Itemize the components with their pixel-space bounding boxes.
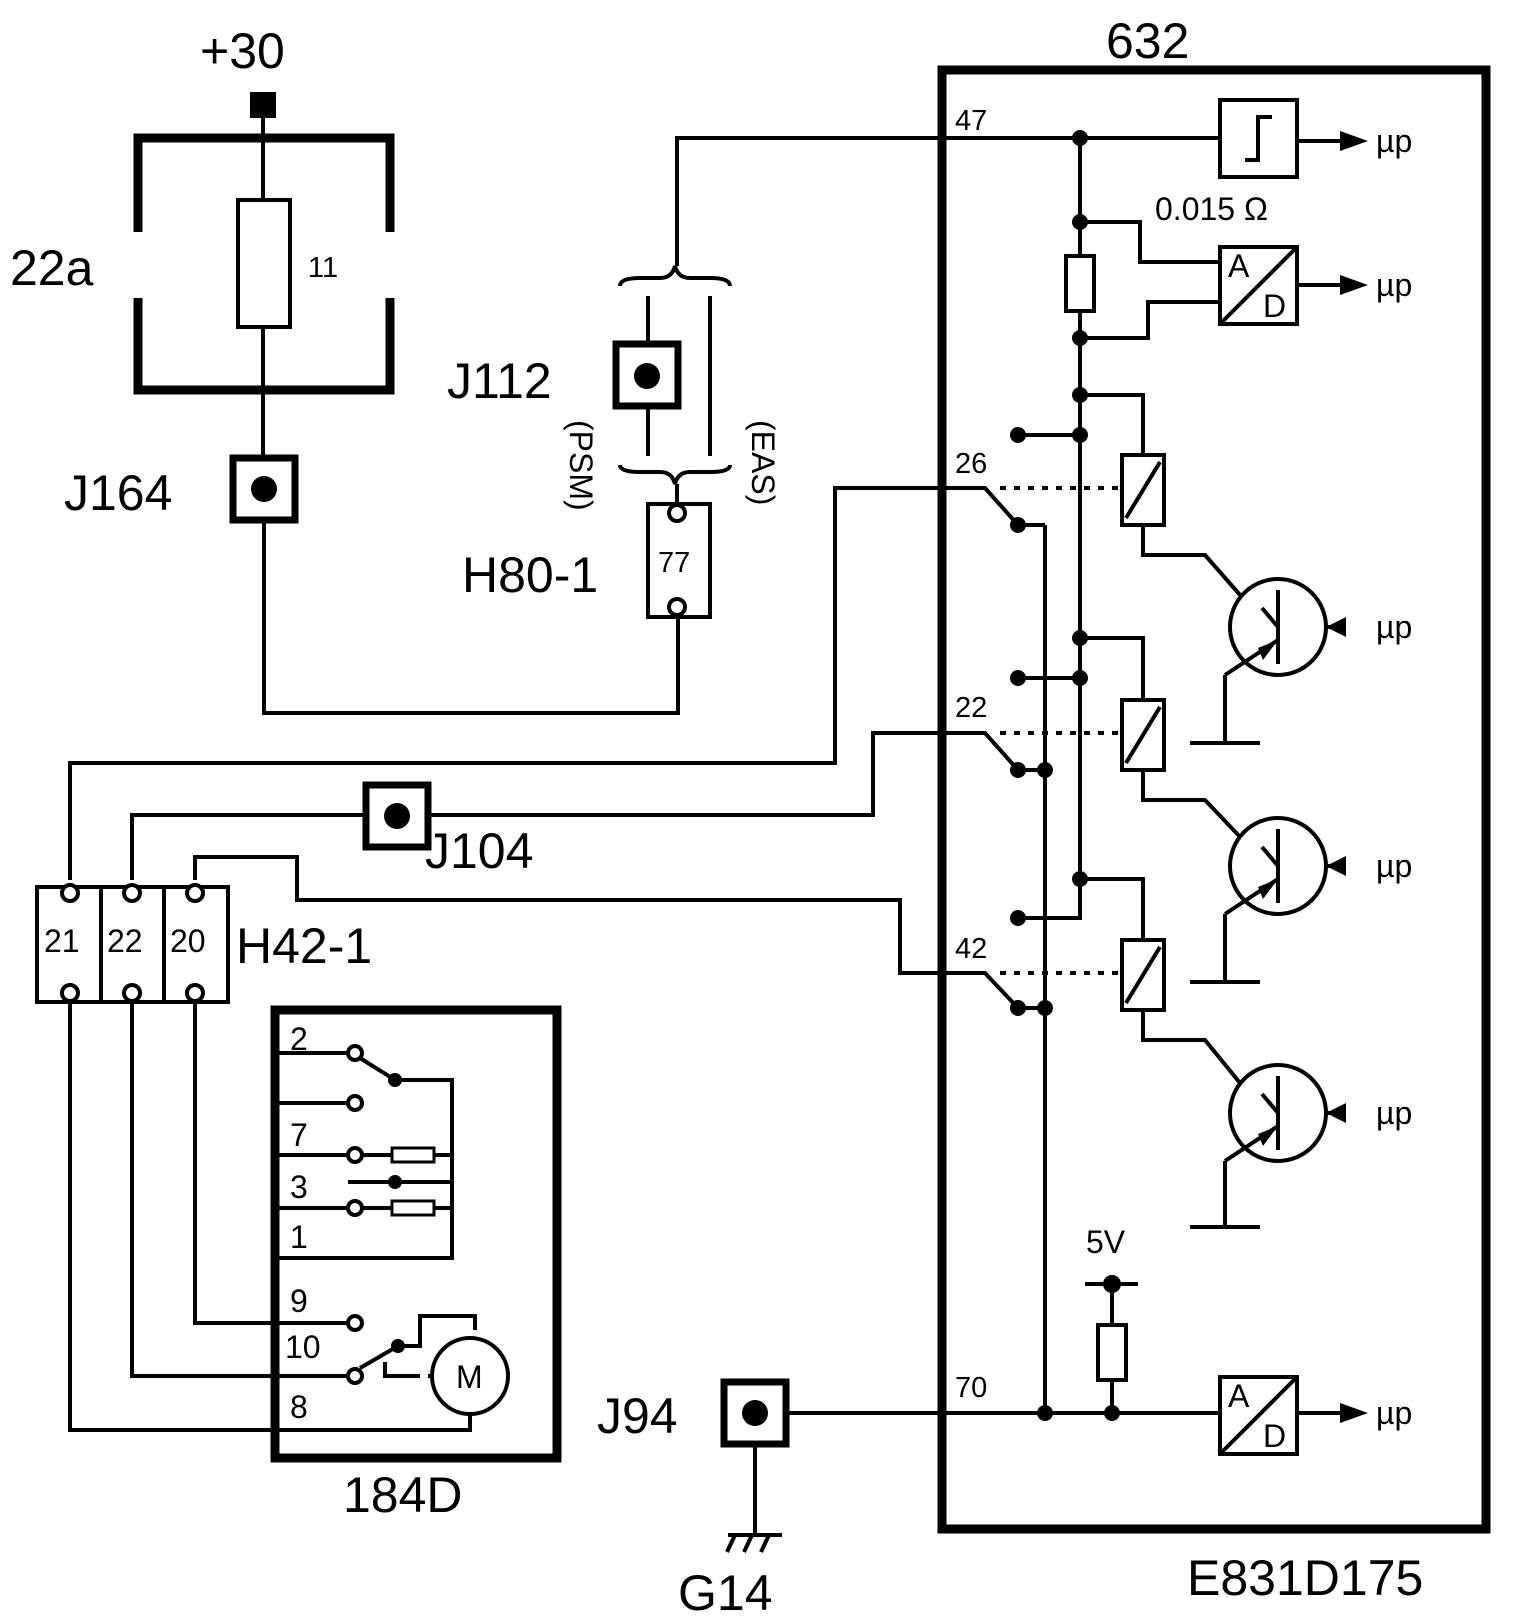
switch-pin-3: 3: [290, 1169, 308, 1205]
transistor-1: µp: [1190, 577, 1412, 745]
pin-22: 22: [955, 692, 987, 724]
adc-a: A: [1228, 1378, 1250, 1414]
pin-70: 70: [955, 1372, 987, 1404]
ground-label: G14: [678, 1565, 773, 1621]
up-output: µp: [1376, 123, 1412, 159]
switch-pin-2: 2: [290, 1021, 308, 1057]
switch-pin-9: 9: [290, 1283, 308, 1319]
schmitt-trigger: µp: [1218, 98, 1412, 179]
fuse-11: [236, 198, 292, 329]
j112-label: J112: [447, 353, 552, 409]
adc-a: A: [1228, 248, 1250, 284]
supply-5v-label: 5V: [1086, 1224, 1126, 1260]
up-output: µp: [1376, 1395, 1412, 1431]
module-label: 632: [1106, 13, 1189, 69]
splice-j94: J94 G14: [597, 1378, 790, 1621]
fuse-box-label: 22a: [10, 240, 94, 296]
h80-label: H80-1: [462, 547, 598, 603]
h42-pin-22: 22: [107, 923, 143, 959]
psm-label: (PSM): [563, 420, 599, 511]
fuse-box-22a: +30 11 22a: [10, 23, 395, 478]
h42-pin-20: 20: [170, 923, 206, 959]
switch-unit-label: 184D: [343, 1467, 463, 1523]
pin-42: 42: [955, 933, 987, 965]
switch-unit-184d: 184D 2 7 3 1 9 10 8: [270, 1005, 562, 1523]
fuse-number: 11: [308, 252, 338, 284]
pullup-5v: 5V: [1037, 1224, 1138, 1421]
switch-pin-8: 8: [290, 1389, 308, 1425]
switch-pin-1: 1: [290, 1219, 308, 1255]
adc-1: A D µp: [1218, 245, 1412, 326]
up-input: µp: [1376, 848, 1412, 884]
connector-h80-1: 77 H80-1: [462, 502, 712, 619]
j164-label: J164: [64, 465, 172, 521]
splice-j164: J164: [64, 454, 299, 524]
j94-label: J94: [597, 1388, 678, 1444]
transistor-2: µp: [1190, 816, 1412, 984]
up-input: µp: [1376, 609, 1412, 645]
supply-terminal: [250, 92, 276, 118]
up-output: µp: [1376, 267, 1412, 303]
shunt-value: 0.015 Ω: [1155, 191, 1268, 227]
transistor-3: µp: [1190, 1063, 1412, 1229]
pin-26: 26: [955, 448, 987, 480]
relay-26: [942, 387, 1264, 1418]
relay-22: [942, 630, 1264, 862]
switch-pin-10: 10: [285, 1329, 321, 1365]
motor-label: M: [456, 1359, 483, 1395]
supply-label: +30: [200, 23, 285, 79]
pin-47: 47: [955, 105, 987, 137]
diagram-code: E831D175: [1187, 1550, 1423, 1606]
adc-2: A D µp: [1218, 1375, 1412, 1456]
h80-pin: 77: [658, 547, 690, 579]
adc-d: D: [1263, 1418, 1286, 1454]
up-input: µp: [1376, 1095, 1412, 1131]
splice-j104: J104: [362, 781, 533, 879]
module-632: 632 47 26 22 42 70 µp 0.015 Ω: [937, 13, 1491, 1606]
relay-42: [942, 871, 1264, 1112]
j104-label: J104: [425, 823, 533, 879]
connector-h42-1: 21 22 20 H42-1: [35, 883, 372, 1004]
h42-pin-21: 21: [44, 923, 80, 959]
eas-label: (EAS): [745, 420, 781, 505]
shunt-resistor: 0.015 Ω: [1064, 191, 1268, 346]
switch-pin-7: 7: [290, 1117, 308, 1153]
h42-label: H42-1: [236, 918, 372, 974]
adc-d: D: [1263, 288, 1286, 324]
splice-j112: J112 (PSM) (EAS): [447, 136, 942, 511]
